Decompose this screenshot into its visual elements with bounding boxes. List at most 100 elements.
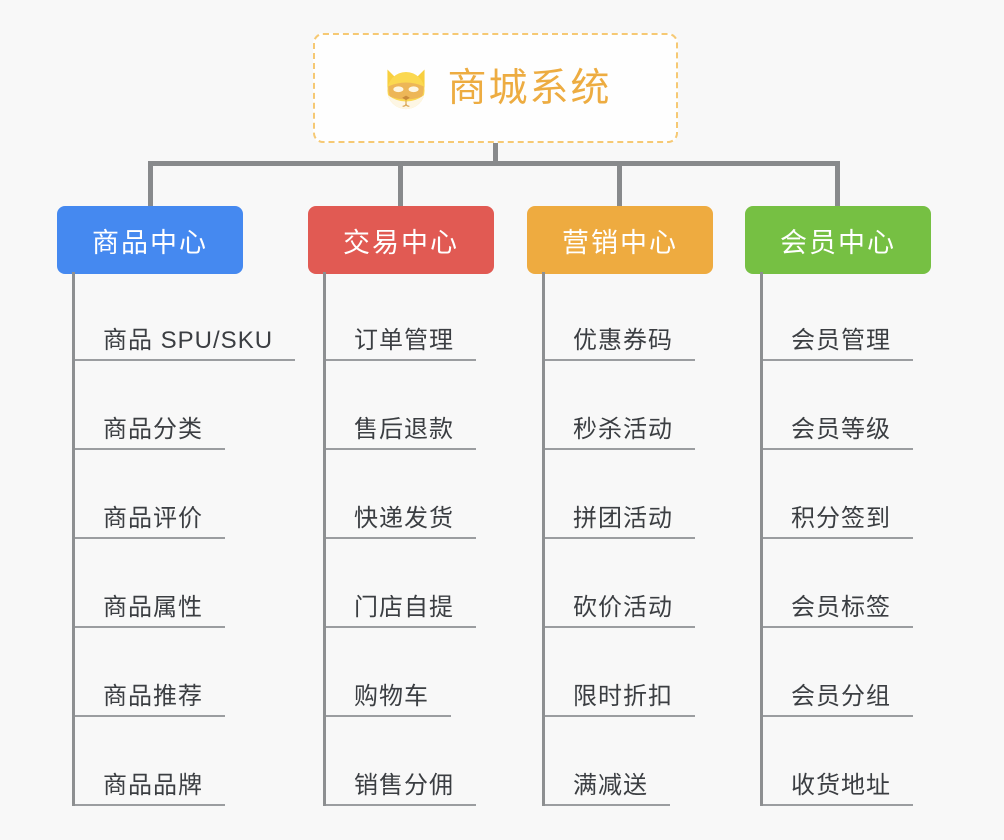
- leaf-item-underline: [326, 359, 476, 361]
- leaf-item[interactable]: 门店自提: [326, 539, 476, 628]
- leaf-item-label: 砍价活动: [573, 594, 673, 622]
- leaf-item-inner: 会员标签: [763, 594, 913, 628]
- leaf-item[interactable]: 商品分类: [75, 361, 225, 450]
- leaf-item-inner: 商品品牌: [75, 772, 225, 806]
- column-spine-4: [760, 272, 763, 806]
- leaf-item[interactable]: 商品评价: [75, 450, 225, 539]
- leaf-item-underline: [545, 804, 670, 806]
- leaf-item-inner: 销售分佣: [326, 772, 476, 806]
- leaf-item-label: 商品 SPU/SKU: [103, 327, 274, 355]
- leaf-item[interactable]: 砍价活动: [545, 539, 695, 628]
- leaf-item[interactable]: 收货地址: [763, 717, 913, 806]
- leaf-item-underline: [545, 448, 695, 450]
- leaf-item-label: 优惠券码: [573, 327, 673, 355]
- leaf-item-label: 限时折扣: [573, 683, 673, 711]
- leaf-item[interactable]: 优惠券码: [545, 272, 695, 361]
- category-box-4[interactable]: 会员中心: [745, 206, 931, 274]
- leaf-item[interactable]: 商品推荐: [75, 628, 225, 717]
- leaf-item[interactable]: 商品品牌: [75, 717, 225, 806]
- leaf-item-label: 订单管理: [354, 327, 454, 355]
- leaf-item-label: 会员管理: [791, 327, 891, 355]
- leaf-item-inner: 砍价活动: [545, 594, 695, 628]
- leaf-item-underline: [326, 626, 476, 628]
- leaf-item[interactable]: 快递发货: [326, 450, 476, 539]
- leaf-item-inner: 商品属性: [75, 594, 225, 628]
- root-title: 商城系统: [447, 66, 612, 110]
- leaf-item-inner: 商品推荐: [75, 683, 225, 717]
- connector-root-trunk: [493, 143, 498, 165]
- leaf-item-inner: 会员管理: [763, 327, 913, 361]
- column-spine-2: [323, 272, 326, 806]
- leaf-item[interactable]: 购物车: [326, 628, 451, 717]
- leaf-item-inner: 拼团活动: [545, 505, 695, 539]
- leaf-item-inner: 购物车: [326, 683, 451, 717]
- leaf-item-label: 商品分类: [103, 416, 203, 444]
- leaf-item-inner: 商品 SPU/SKU: [75, 327, 296, 361]
- leaf-item-inner: 优惠券码: [545, 327, 695, 361]
- leaf-item-inner: 订单管理: [326, 327, 476, 361]
- leaf-item-label: 销售分佣: [354, 772, 454, 800]
- category-title-2: 交易中心: [343, 227, 459, 258]
- leaf-item-underline: [763, 804, 913, 806]
- leaf-item-underline: [545, 359, 695, 361]
- leaf-item-underline: [75, 448, 225, 450]
- leaf-item-inner: 收货地址: [763, 772, 913, 806]
- leaf-item[interactable]: 订单管理: [326, 272, 476, 361]
- connector-drop-4: [835, 161, 840, 206]
- leaf-item[interactable]: 售后退款: [326, 361, 476, 450]
- column-spine-1: [72, 272, 75, 806]
- leaf-item-label: 快递发货: [354, 505, 454, 533]
- leaf-item[interactable]: 拼团活动: [545, 450, 695, 539]
- leaf-item[interactable]: 会员分组: [763, 628, 913, 717]
- connector-drop-1: [148, 161, 153, 206]
- leaf-item-inner: 积分签到: [763, 505, 913, 539]
- leaf-item-underline: [545, 626, 695, 628]
- leaf-item-label: 收货地址: [791, 772, 891, 800]
- leaf-item-label: 售后退款: [354, 416, 454, 444]
- root-node[interactable]: 商城系统: [313, 33, 678, 143]
- leaf-item-underline: [326, 448, 476, 450]
- leaf-item-underline: [763, 537, 913, 539]
- leaf-item-inner: 会员分组: [763, 683, 913, 717]
- leaf-item[interactable]: 商品属性: [75, 539, 225, 628]
- leaf-item[interactable]: 会员标签: [763, 539, 913, 628]
- leaf-item-inner: 售后退款: [326, 416, 476, 450]
- category-title-3: 营销中心: [562, 227, 678, 258]
- category-box-1[interactable]: 商品中心: [57, 206, 243, 274]
- leaf-item-underline: [75, 537, 225, 539]
- connector-drop-2: [398, 161, 403, 206]
- leaf-item-label: 会员等级: [791, 416, 891, 444]
- leaf-item-label: 购物车: [354, 683, 429, 711]
- leaf-item-underline: [326, 715, 451, 717]
- leaf-item[interactable]: 积分签到: [763, 450, 913, 539]
- leaf-item-inner: 快递发货: [326, 505, 476, 539]
- column-spine-3: [542, 272, 545, 806]
- leaf-item-underline: [763, 359, 913, 361]
- leaf-item-underline: [763, 715, 913, 717]
- category-box-2[interactable]: 交易中心: [308, 206, 494, 274]
- leaf-item-inner: 秒杀活动: [545, 416, 695, 450]
- leaf-item-underline: [75, 626, 225, 628]
- leaf-item-underline: [75, 804, 225, 806]
- leaf-item-label: 秒杀活动: [573, 416, 673, 444]
- leaf-item-inner: 商品分类: [75, 416, 225, 450]
- category-box-3[interactable]: 营销中心: [527, 206, 713, 274]
- leaf-item-underline: [763, 448, 913, 450]
- leaf-item-inner: 商品评价: [75, 505, 225, 539]
- leaf-item[interactable]: 商品 SPU/SKU: [75, 272, 296, 361]
- leaf-item[interactable]: 销售分佣: [326, 717, 476, 806]
- leaf-item[interactable]: 会员管理: [763, 272, 913, 361]
- leaf-item[interactable]: 会员等级: [763, 361, 913, 450]
- leaf-item-label: 会员分组: [791, 683, 891, 711]
- leaf-item[interactable]: 限时折扣: [545, 628, 695, 717]
- leaf-item[interactable]: 满减送: [545, 717, 670, 806]
- leaf-item-label: 门店自提: [354, 594, 454, 622]
- category-title-1: 商品中心: [92, 227, 208, 258]
- leaf-item-label: 会员标签: [791, 594, 891, 622]
- leaf-item-underline: [545, 715, 695, 717]
- connector-drop-3: [617, 161, 622, 206]
- leaf-item-underline: [326, 804, 476, 806]
- leaf-item[interactable]: 秒杀活动: [545, 361, 695, 450]
- leaf-item-label: 拼团活动: [573, 505, 673, 533]
